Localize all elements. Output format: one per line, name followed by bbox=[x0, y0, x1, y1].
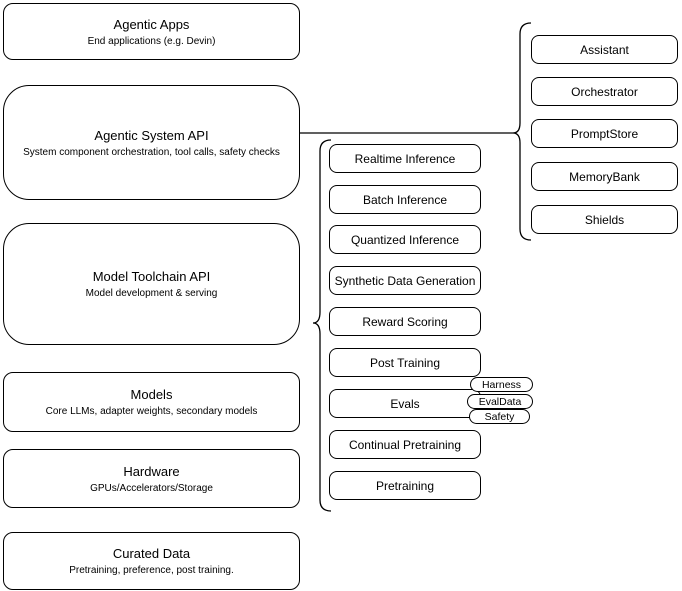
node-title: Agentic System API bbox=[94, 127, 209, 143]
system-components-brace bbox=[512, 22, 532, 241]
node-subtitle: Pretraining, preference, post training. bbox=[69, 565, 234, 576]
node-subtitle: Model development & serving bbox=[85, 288, 218, 299]
tag-harness: Harness bbox=[470, 377, 533, 392]
node-hardware: Hardware GPUs/Accelerators/Storage bbox=[3, 449, 300, 508]
node-assistant: Assistant bbox=[531, 35, 678, 64]
node-synthetic-data-generation: Synthetic Data Generation bbox=[329, 266, 481, 295]
node-subtitle: Core LLMs, adapter weights, secondary mo… bbox=[45, 406, 258, 417]
node-evals: Evals bbox=[329, 389, 481, 418]
tag-safety: Safety bbox=[469, 409, 530, 424]
node-pretraining: Pretraining bbox=[329, 471, 481, 500]
node-continual-pretraining: Continual Pretraining bbox=[329, 430, 481, 459]
node-realtime-inference: Realtime Inference bbox=[329, 144, 481, 173]
node-promptstore: PromptStore bbox=[531, 119, 678, 148]
node-post-training: Post Training bbox=[329, 348, 481, 377]
node-title: Curated Data bbox=[112, 546, 191, 561]
node-title: Agentic Apps bbox=[113, 16, 190, 32]
node-title: Model Toolchain API bbox=[92, 269, 211, 284]
node-agentic-apps: Agentic Apps End applications (e.g. Devi… bbox=[3, 3, 300, 60]
node-subtitle: GPUs/Accelerators/Storage bbox=[90, 482, 213, 494]
node-title: Models bbox=[130, 387, 173, 402]
node-shields: Shields bbox=[531, 205, 678, 234]
node-memorybank: MemoryBank bbox=[531, 162, 678, 191]
node-reward-scoring: Reward Scoring bbox=[329, 307, 481, 336]
node-batch-inference: Batch Inference bbox=[329, 185, 481, 214]
node-subtitle: End applications (e.g. Devin) bbox=[87, 35, 216, 47]
node-models: Models Core LLMs, adapter weights, secon… bbox=[3, 372, 300, 432]
node-title: Hardware bbox=[123, 463, 180, 479]
node-quantized-inference: Quantized Inference bbox=[329, 225, 481, 254]
node-orchestrator: Orchestrator bbox=[531, 77, 678, 106]
node-subtitle: System component orchestration, tool cal… bbox=[23, 146, 280, 158]
node-curated-data: Curated Data Pretraining, preference, po… bbox=[3, 532, 300, 590]
tag-evaldata: EvalData bbox=[467, 394, 533, 409]
node-agentic-system-api: Agentic System API System component orch… bbox=[3, 85, 300, 200]
node-model-toolchain-api: Model Toolchain API Model development & … bbox=[3, 223, 300, 345]
